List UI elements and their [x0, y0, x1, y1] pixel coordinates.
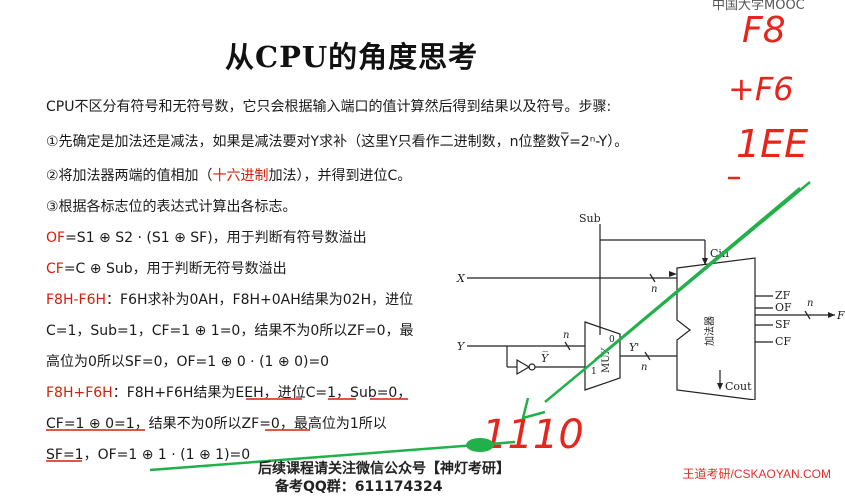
bus-width-label: n — [563, 330, 569, 341]
mux-input-1-label: 1 — [591, 367, 597, 377]
page-title: 从CPU的角度思考 — [225, 40, 479, 74]
sf-label: SF — [775, 318, 791, 331]
step-2-text-b: 加法），并得到进位C。 — [268, 168, 412, 184]
adder-circuit-diagram: Sub Cin X Y Y̅ Y' n n n n 0 1 MUX 加法器 Co… — [456, 212, 845, 400]
cf-equation: =C ⊕ Sub，用于判断无符号数溢出 — [63, 261, 287, 277]
mux-input-0-label: 0 — [609, 335, 615, 345]
example-1-line-1: F8H-F6H：F6H求补为0AH，F8H+0AH结果为02H，进位 — [46, 289, 413, 309]
cf-label: CF — [46, 261, 64, 277]
sub-label: Sub — [579, 212, 601, 225]
adder-shape — [676, 257, 756, 400]
yprime-label: Y' — [629, 341, 639, 354]
arrow-icon — [669, 271, 677, 277]
handwriting-1ee: 1EE — [736, 122, 809, 166]
step-2-highlight: 十六进制 — [212, 168, 269, 184]
handwriting-1110: 1110 — [482, 412, 584, 458]
mooc-logo: 中国大学MOOC — [712, 0, 805, 13]
green-arrow-line — [149, 440, 516, 472]
underline-annotations — [46, 398, 408, 462]
green-arrow-line — [594, 187, 801, 361]
handwriting-f8: F8 — [742, 10, 786, 51]
mux-label: MUX — [601, 346, 612, 373]
bus-width-label: n — [641, 362, 647, 373]
step-2: ②将加法器两端的值相加（十六进制加法），并得到进位C。 — [46, 165, 411, 185]
step-2-text-a: ②将加法器两端的值相加（ — [46, 168, 213, 184]
arrow-icon — [828, 312, 835, 318]
handwriting-plus-f6: +F6 — [728, 70, 794, 108]
example-2-text-1: ：F8H+F6H结果为EEH，进位C=1，Sub=0， — [112, 385, 412, 401]
cf-formula: CF=C ⊕ Sub，用于判断无符号数溢出 — [46, 258, 287, 278]
x-label: X — [456, 272, 466, 285]
arrow-icon — [702, 258, 708, 265]
green-arrowhead-icon — [521, 397, 546, 420]
of-output-label: OF — [775, 301, 792, 314]
example-2-line-2: CF=1 ⊕ 0=1，结果不为0所以ZF=0，最高位为1所以 — [46, 416, 387, 432]
green-arrow-annotations — [149, 176, 811, 472]
example-2-label: F8H+F6H — [46, 385, 113, 401]
example-1-line-3: 高位为0所以SF=0，OF=1 ⊕ 0 · (1 ⊕ 0)=0 — [46, 354, 330, 370]
ybar-label: Y̅ — [541, 351, 550, 365]
cf-output-label: CF — [775, 335, 791, 348]
green-marker-icon — [466, 438, 494, 452]
of-label: OF — [46, 230, 66, 246]
inverter-icon — [516, 358, 531, 376]
step-3: ③根据各标志位的表达式计算出各标志。 — [46, 199, 297, 215]
of-equation: =S1 ⊕ S2 · (S1 ⊕ SF)，用于判断有符号数溢出 — [65, 230, 367, 246]
example-1-line-2: C=1，Sub=1，CF=1 ⊕ 1=0，结果不为0所以ZF=0，最 — [46, 323, 414, 339]
cout-label: Cout — [725, 380, 752, 393]
y-label: Y — [457, 340, 466, 353]
bus-width-label: n — [651, 284, 657, 295]
bus-width-label: n — [807, 298, 813, 309]
example-1-text-1: ：F6H求补为0AH，F8H+0AH结果为02H，进位 — [106, 292, 414, 308]
f-label: F — [836, 309, 845, 322]
arrow-icon — [717, 383, 723, 390]
of-formula: OF=S1 ⊕ S2 · (S1 ⊕ SF)，用于判断有符号数溢出 — [46, 227, 367, 247]
example-2-line-1: F8H+F6H：F8H+F6H结果为EEH，进位C=1，Sub=0， — [46, 382, 411, 402]
adder-label: 加法器 — [703, 316, 716, 346]
step-1: ①先确定是加法还是减法，如果是减法要对Y求补（这里Y只看作二进制数，n位整数Y̅… — [46, 134, 629, 150]
example-2-line-3: SF=1，OF=1 ⊕ 1 · (1 ⊕ 1)=0 — [46, 447, 251, 463]
watermark: 王道考研/CSKAOYAN.COM — [682, 467, 831, 481]
footer-qq-group: 备考QQ群：611174324 — [275, 479, 443, 495]
intro-text: CPU不区分有符号和无符号数，它只会根据输入端口的值计算然后得到结果以及符号。步… — [46, 99, 612, 115]
zf-label: ZF — [775, 289, 791, 302]
example-1-label: F8H-F6H — [46, 292, 107, 308]
footer-notice: 后续课程请关注微信公众号【神灯考研】 — [258, 461, 510, 477]
